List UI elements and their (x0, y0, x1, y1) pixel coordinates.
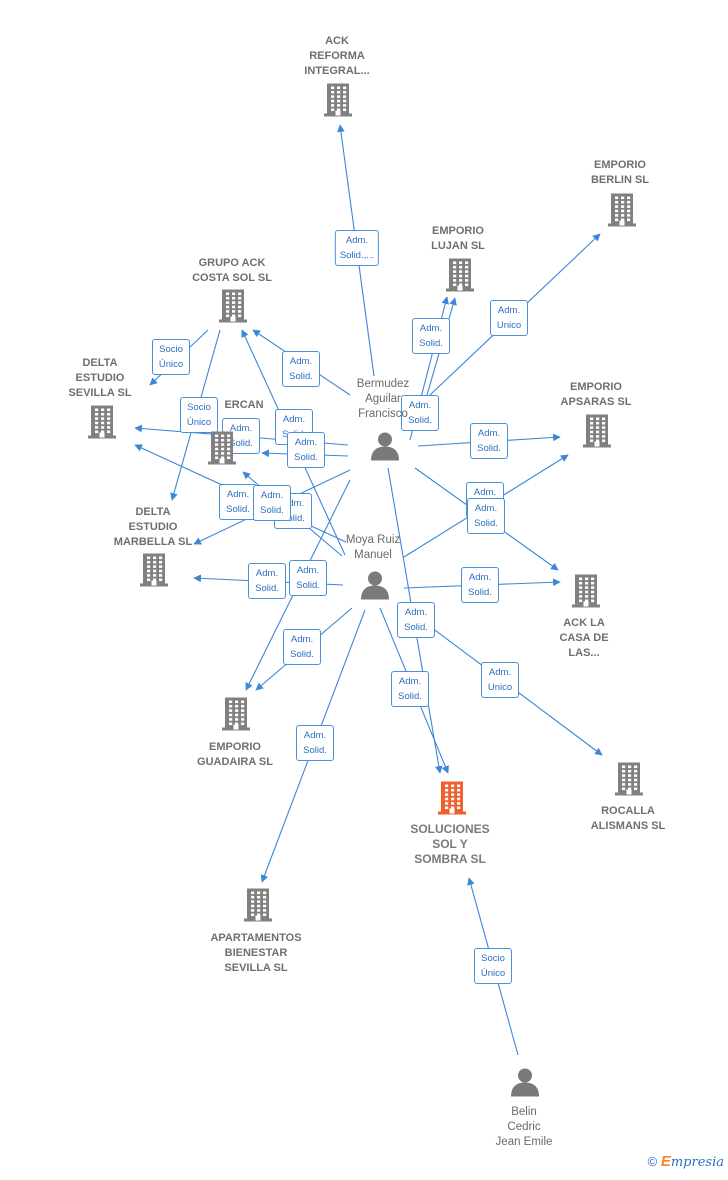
copyright-symbol: © (647, 1154, 658, 1169)
node-label-emporio-lujan[interactable]: EMPORIO LUJAN SL (431, 225, 485, 252)
node-label-soluciones[interactable]: SOLUCIONES SOL Y SOMBRA SL (410, 822, 490, 866)
person-icon[interactable] (370, 431, 400, 466)
edge-label-moya-grupo_ack[interactable]: Adm. Solid. (253, 485, 291, 521)
edge-label-bermudez-ercan[interactable]: Adm. Solid. (287, 432, 325, 468)
brand-footer[interactable]: © Empresia (648, 1153, 724, 1170)
building-icon[interactable] (571, 574, 601, 613)
edge-label-bermudez-ack_reforma[interactable]: Adm. Solid.,... (334, 230, 380, 266)
edge-label-bermudez-soluciones[interactable]: Adm. Solid. (391, 671, 429, 707)
person-icon[interactable] (360, 570, 390, 605)
edge-label-bermudez-emporio_lujan[interactable]: Adm. Solid. (412, 318, 450, 354)
node-label-emporio-berlin[interactable]: EMPORIO BERLIN SL (590, 159, 650, 186)
node-label-moya[interactable]: Moya Ruiz Manuel (345, 534, 401, 561)
edge-label-moya-delta_sevilla[interactable]: Adm. Solid. (219, 484, 257, 520)
node-label-grupo-ack[interactable]: GRUPO ACK COSTA SOL SL (192, 257, 272, 284)
edge-label-moya-rocalla[interactable]: Adm. Unico (481, 662, 519, 698)
brand-name: mpresia (670, 1155, 724, 1170)
edge-label-moya-delta_marbella[interactable]: Adm. Solid. (248, 563, 286, 599)
edge-label-grupo_ack-delta_sevilla[interactable]: Socio Único (152, 339, 190, 375)
building-icon[interactable] (445, 258, 475, 297)
edge-label-bermudez-emporio_guadaira[interactable]: Adm. Solid. (289, 560, 327, 596)
node-label-delta-sevilla[interactable]: DELTA ESTUDIO SEVILLA SL (68, 357, 132, 399)
edge-label-bermudez-grupo_ack[interactable]: Adm. Solid. (282, 351, 320, 387)
node-label-emporio-apsaras[interactable]: EMPORIO APSARAS SL (560, 381, 632, 408)
edge-label-moya-emporio_guadaira[interactable]: Adm. Solid. (283, 629, 321, 665)
node-label-delta-marbella[interactable]: DELTA ESTUDIO MARBELLA SL (113, 506, 193, 548)
node-label-rocalla[interactable]: ROCALLA ALISMANS SL (590, 805, 666, 832)
edge-label-moya-emporio_lujan[interactable]: Adm. Solid. (401, 395, 439, 431)
building-icon[interactable] (139, 553, 169, 592)
building-icon[interactable] (207, 431, 237, 470)
building-icon[interactable] (87, 405, 117, 444)
node-label-bermudez[interactable]: Bermudez Aguilar Francisco (356, 378, 410, 420)
building-icon[interactable] (607, 193, 637, 232)
edge-label-moya-apartamentos[interactable]: Adm. Solid. (296, 725, 334, 761)
edge-label-grupo_ack-delta_marbella[interactable]: Socio Único (180, 397, 218, 433)
brand-initial: E (660, 1153, 671, 1170)
focus-building-icon[interactable] (437, 781, 467, 820)
node-label-apartamentos[interactable]: APARTAMENTOS BIENESTAR SEVILLA SL (210, 932, 302, 974)
building-icon[interactable] (218, 289, 248, 328)
person-icon[interactable] (510, 1067, 540, 1102)
edge-label-moya-ack_casa[interactable]: Adm. Solid. (461, 567, 499, 603)
edge-label-moya-ercan[interactable]: Adm. Solid. (222, 418, 260, 454)
edge-label-bermudez-emporio_apsaras[interactable]: Adm. Solid. (470, 423, 508, 459)
edge-label-bermudez-emporio_berlin[interactable]: Adm. Unico (490, 300, 528, 336)
building-icon[interactable] (221, 697, 251, 736)
building-icon[interactable] (582, 414, 612, 453)
node-label-belin[interactable]: Belin Cedric Jean Emile (495, 1106, 553, 1148)
node-label-ack-reforma[interactable]: ACK REFORMA INTEGRAL... (304, 35, 370, 77)
edge-label-bermudez-ack_casa[interactable]: Adm. Solid. (467, 498, 505, 534)
node-label-emporio-guadaira[interactable]: EMPORIO GUADAIRA SL (197, 741, 273, 768)
node-label-ercan[interactable]: ERCAN (224, 399, 264, 411)
edge-label-belin-soluciones[interactable]: Socio Único (474, 948, 512, 984)
edge-label-moya-soluciones[interactable]: Adm. Solid. (397, 602, 435, 638)
building-icon[interactable] (614, 762, 644, 801)
node-label-ack-casa[interactable]: ACK LA CASA DE LAS... (559, 617, 609, 659)
building-icon[interactable] (323, 83, 353, 122)
building-icon[interactable] (243, 888, 273, 927)
